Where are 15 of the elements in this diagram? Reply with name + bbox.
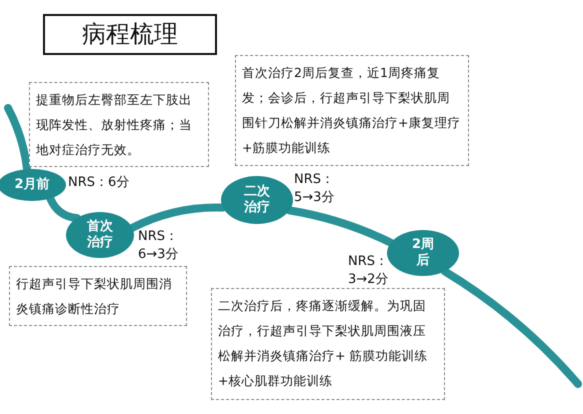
pain-score-label: NRS：6→3分 bbox=[138, 228, 180, 264]
timeline-curve bbox=[128, 204, 227, 232]
timeline-node: 二次治疗 bbox=[221, 176, 293, 224]
timeline-node: 2月前 bbox=[0, 169, 66, 201]
note-box: 行超声引导下梨状肌周围消炎镇痛诊断性治疗 bbox=[9, 266, 187, 326]
pain-score-label: NRS：6分 bbox=[68, 174, 130, 192]
note-box: 首次治疗2周后复查，近1周疼痛复发；会诊后，行超声引导下梨状肌周围针刀松解并消炎镇痛治疗+康复理疗+筋膜功能训练 bbox=[235, 55, 469, 166]
pain-score-label: NRS：5→3分 bbox=[294, 171, 336, 207]
note-box: 二次治疗后，疼痛逐渐缓解。为巩固治疗，行超声引导下梨状肌周围液压松解并消炎镇痛治疗+ 筋膜功能训练+核心肌群功能训练 bbox=[211, 288, 445, 400]
pain-score-label: NRS：3→2分 bbox=[348, 253, 390, 289]
note-box: 提重物后左臀部至左下肢出现阵发性、放射性疼痛；当地对症治疗无效。 bbox=[29, 82, 209, 167]
timeline-node: 首次治疗 bbox=[66, 212, 134, 258]
title-box: 病程梳理 bbox=[43, 14, 217, 55]
timeline-node: 2周后 bbox=[387, 230, 459, 276]
timeline-curve bbox=[440, 267, 582, 388]
